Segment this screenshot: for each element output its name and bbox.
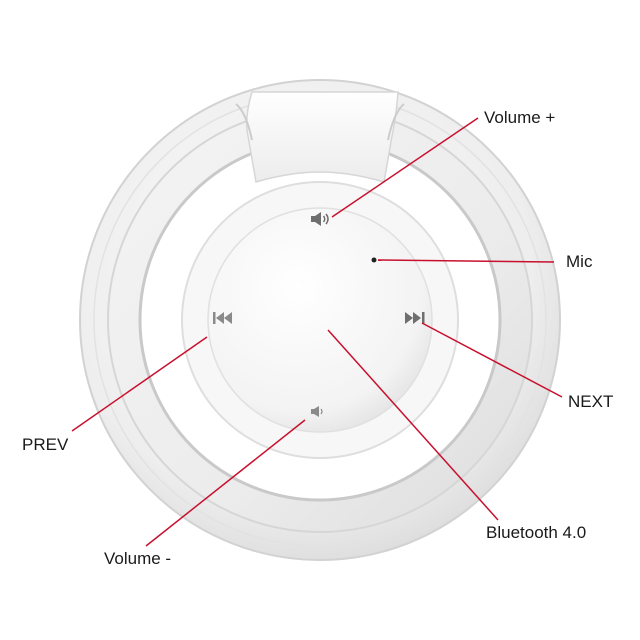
callout-line-volume-plus [331,117,479,218]
label-volume-minus: Volume - [104,549,172,568]
callout-line-volume-minus [145,419,306,547]
label-bluetooth: Bluetooth 4.0 [486,523,587,542]
skip-next-icon[interactable] [405,312,425,324]
label-volume-plus: Volume + [484,108,556,127]
skip-prev-icon[interactable] [213,312,232,324]
callout-line-mic [377,259,555,263]
hanging-loop [235,91,405,183]
callout-lines [71,117,563,547]
mic-hole-dot [371,257,377,263]
label-next: NEXT [568,392,614,411]
label-prev: PREV [22,435,69,454]
callout-line-prev [71,336,208,432]
speaker-high-icon[interactable] [311,212,329,226]
callout-line-next [421,322,563,398]
speaker-low-icon[interactable] [311,406,323,417]
speaker-body [79,79,561,561]
callout-line-bluetooth [327,329,499,521]
label-mic: Mic [566,252,593,271]
